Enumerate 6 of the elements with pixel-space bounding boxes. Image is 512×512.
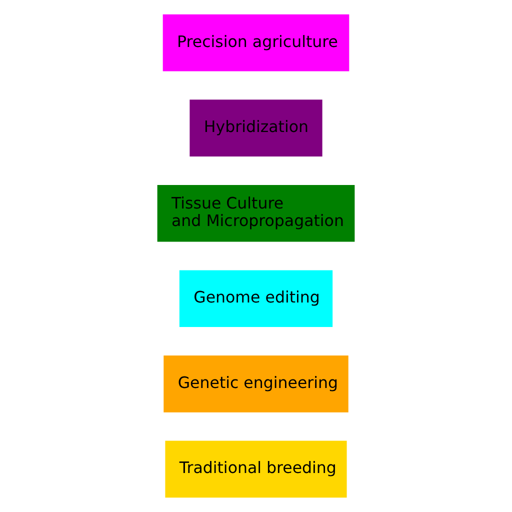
node-box: Traditional breeding — [165, 440, 347, 498]
node-box: Tissue Culture and Micropropagation — [157, 184, 355, 242]
node-box: Precision agriculture — [162, 14, 350, 72]
node-box: Genome editing — [179, 270, 333, 328]
node-box: Genetic engineering — [164, 355, 348, 412]
node-box: Hybridization — [190, 100, 322, 157]
